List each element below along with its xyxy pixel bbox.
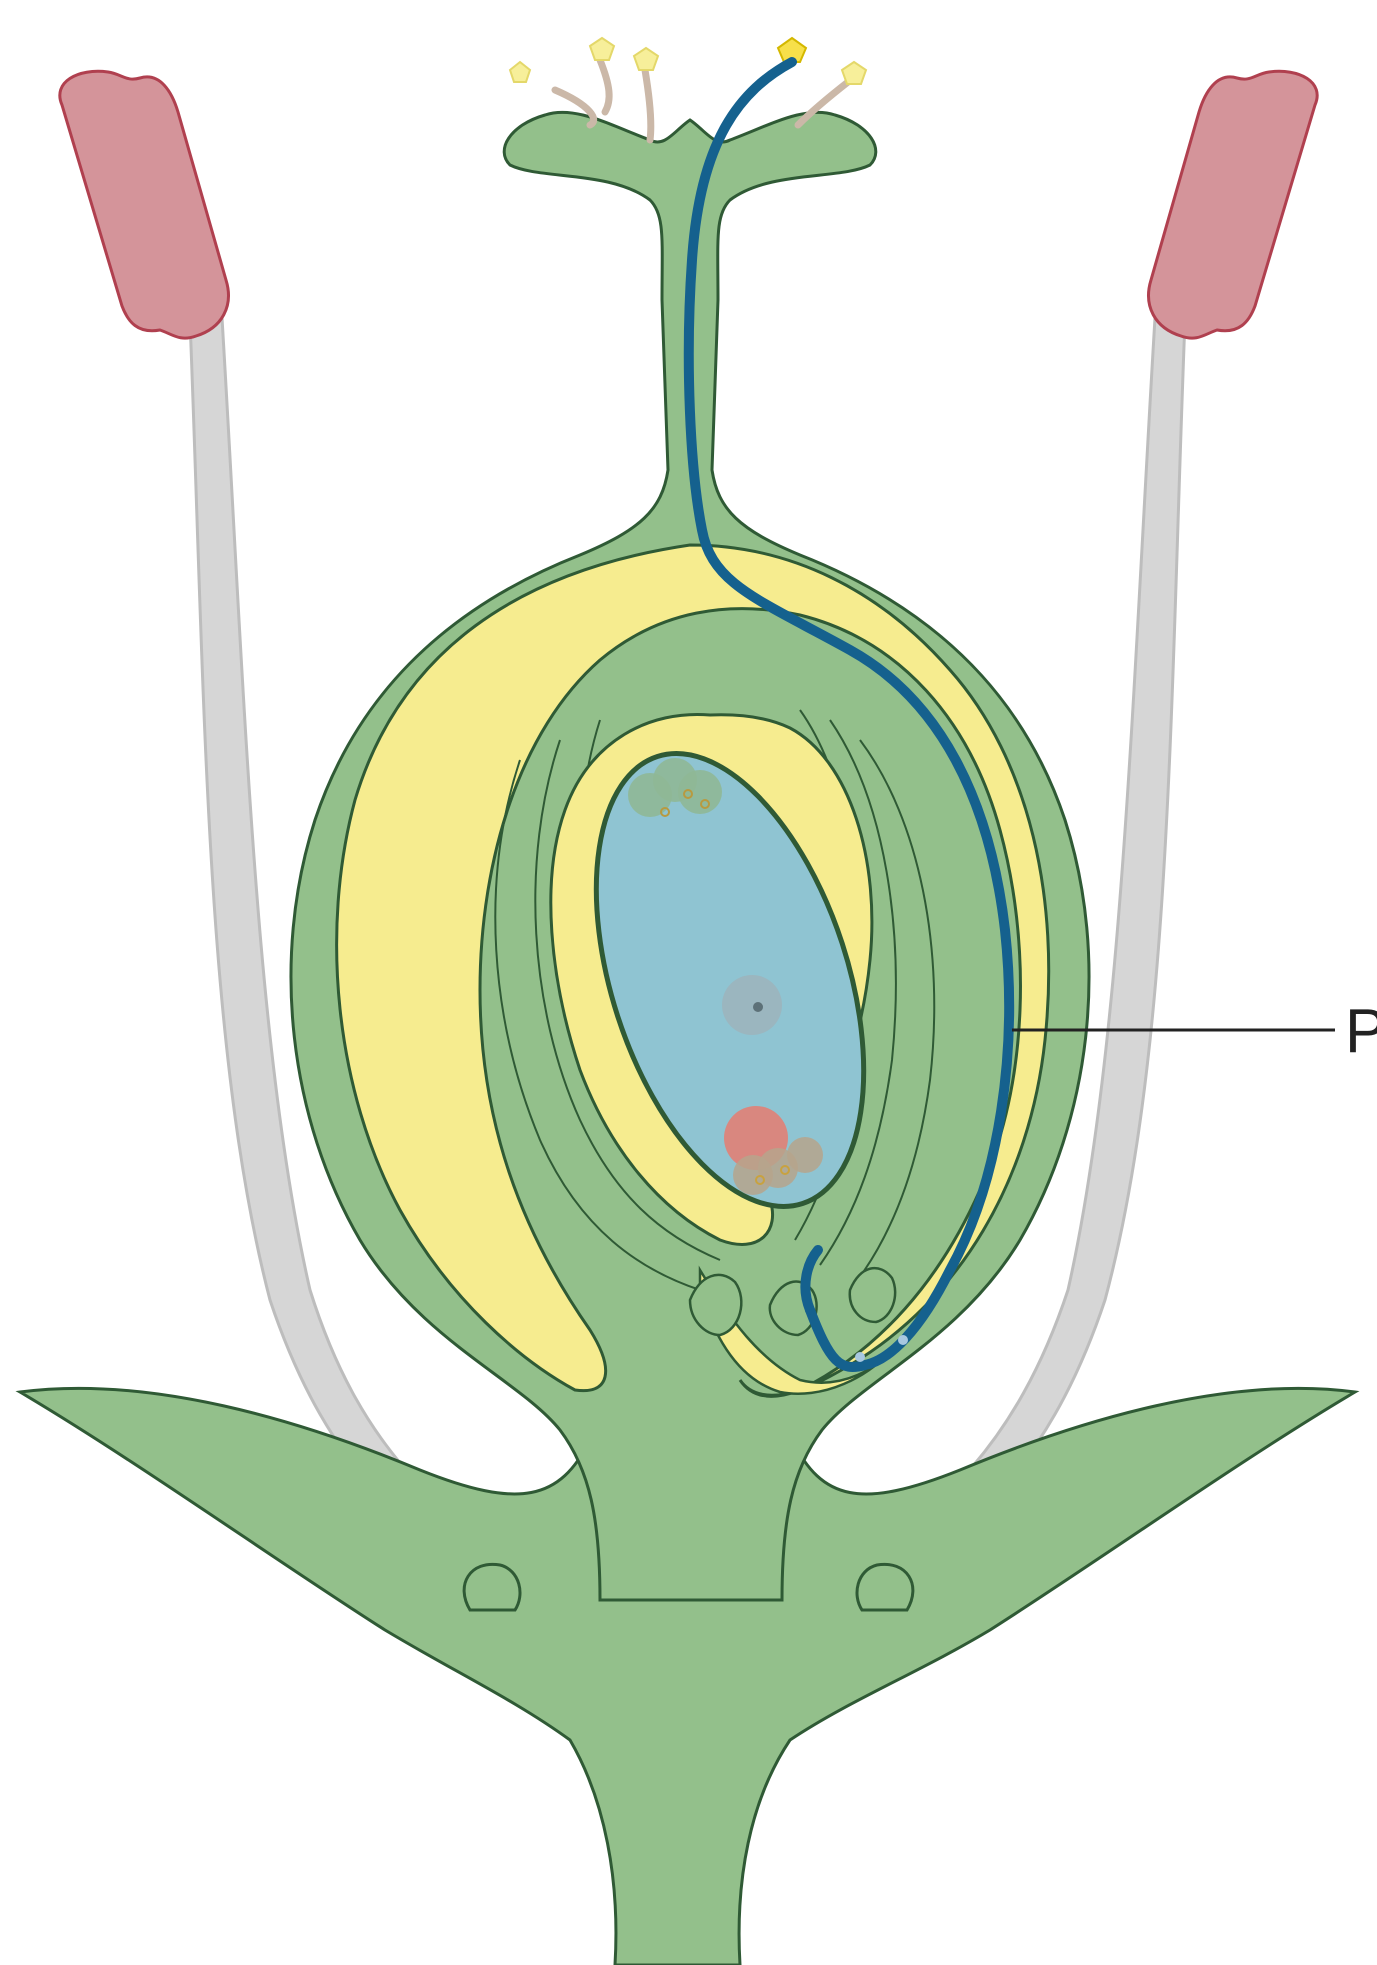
sperm-cell — [898, 1335, 908, 1345]
sperm-cell — [855, 1352, 865, 1362]
central-cell — [722, 975, 782, 1035]
receptacle-left-notch — [464, 1564, 520, 1610]
right-anther — [1149, 71, 1318, 338]
receptacle-right-notch — [857, 1564, 913, 1610]
pollen-tube-label: P — [1345, 997, 1377, 1066]
left-anther — [60, 71, 229, 338]
